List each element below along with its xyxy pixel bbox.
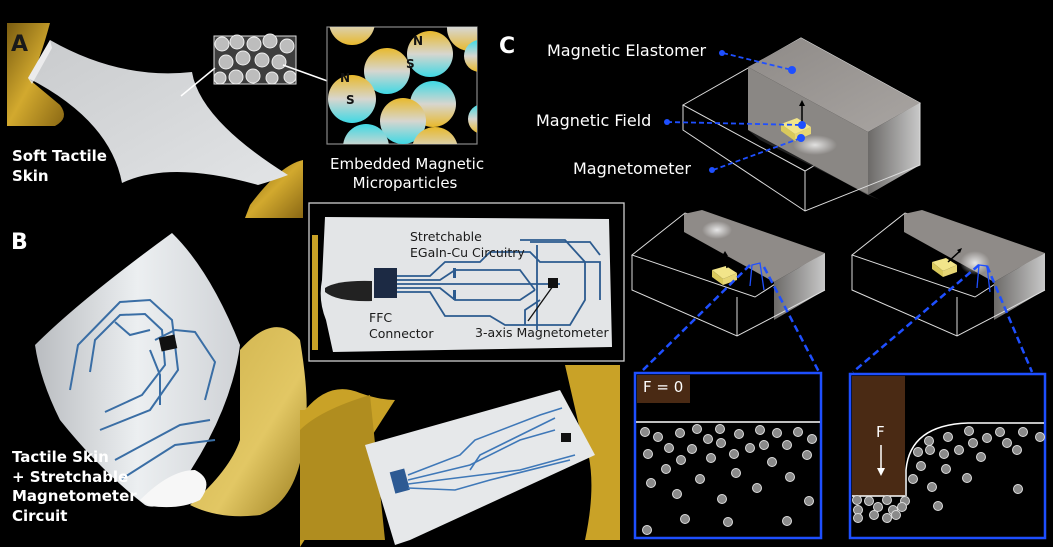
label-line: EGaIn-Cu Circuitry xyxy=(410,244,525,260)
caption-line: Microparticles xyxy=(352,173,458,192)
panel-a-letter: A xyxy=(11,32,29,57)
label-line: Stretchable xyxy=(410,229,482,244)
tactile-skin-caption: Tactile Skin + Stretchable Magnetometer … xyxy=(12,448,137,526)
caption-line: Circuit xyxy=(12,506,68,525)
pole-label-n: N xyxy=(340,71,351,85)
pole-label-s: S xyxy=(406,57,415,71)
caption-line: Tactile Skin xyxy=(12,448,109,466)
panel-b-letter: B xyxy=(11,230,28,255)
label-line: FFC xyxy=(369,310,393,325)
ffc-connector-label: FFC Connector xyxy=(369,310,433,341)
magnetic-elastomer-label: Magnetic Elastomer xyxy=(547,41,707,60)
circuitry-label: Stretchable EGaIn-Cu Circuitry xyxy=(410,229,525,260)
caption-line: Magnetometer xyxy=(12,487,137,505)
magnetometer-label: Magnetometer xyxy=(573,159,691,178)
zero-force-label: F = 0 xyxy=(643,378,684,396)
pole-label-n: N xyxy=(413,34,424,48)
caption-line: Soft Tactile xyxy=(12,147,107,165)
soft-tactile-skin-caption: Soft Tactile Skin xyxy=(12,147,107,186)
caption-line: Embedded Magnetic xyxy=(330,155,485,173)
panel-c-letter: C xyxy=(499,34,516,59)
microparticles-caption: Embedded Magnetic Microparticles xyxy=(330,155,485,193)
magnetic-field-label: Magnetic Field xyxy=(536,111,652,130)
label-line: Connector xyxy=(369,325,434,341)
caption-line: + Stretchable xyxy=(12,467,129,486)
caption-line: Skin xyxy=(12,166,49,185)
force-label: F xyxy=(876,423,885,441)
magnetometer-chip-label: 3-axis Magnetometer xyxy=(475,325,609,340)
pole-label-s: S xyxy=(346,93,355,107)
